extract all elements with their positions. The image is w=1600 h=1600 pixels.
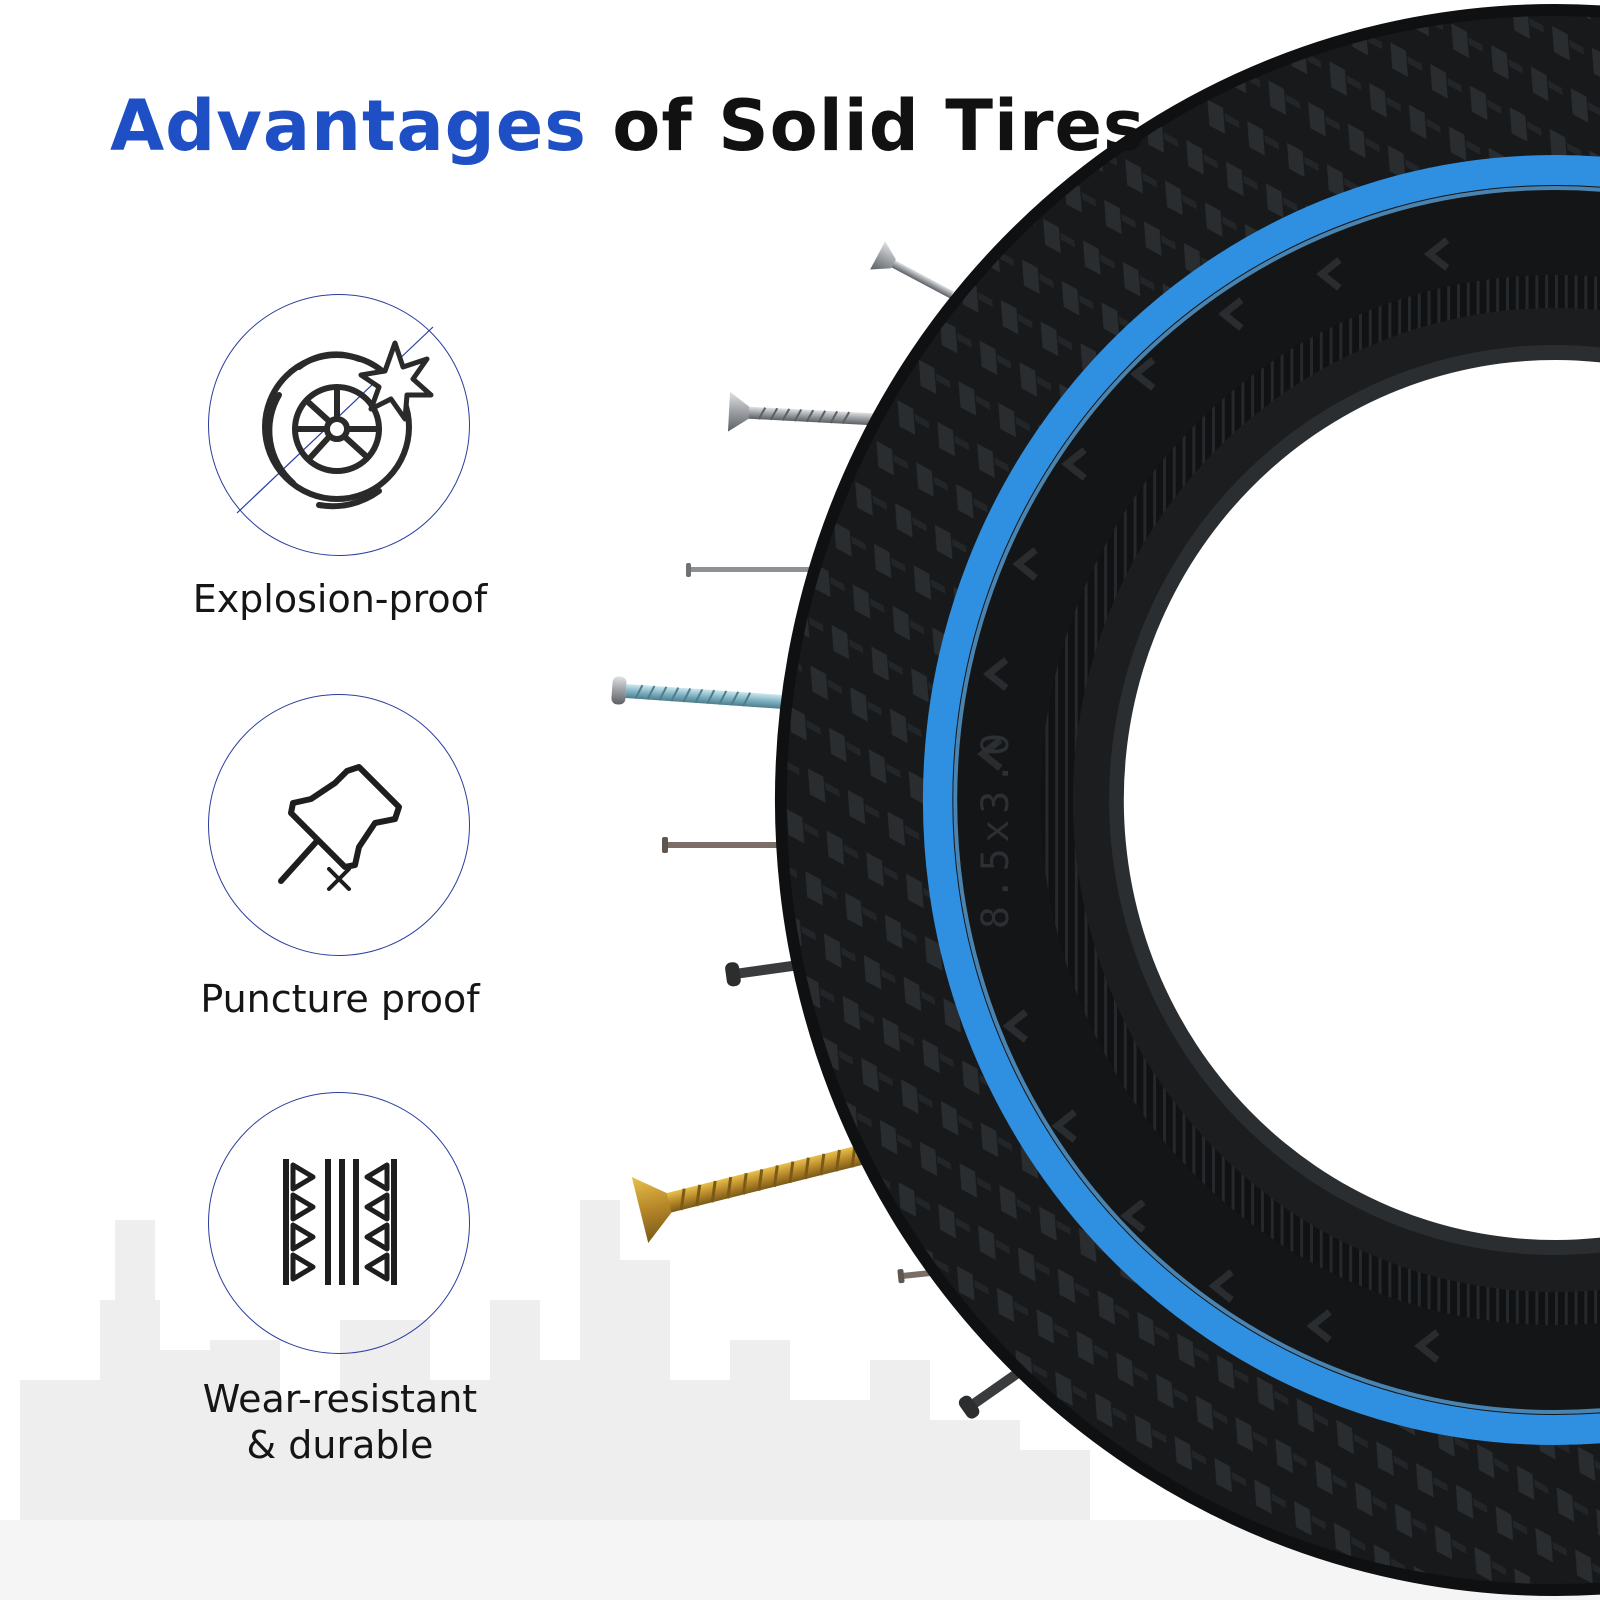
feature-icon-ring bbox=[208, 1092, 470, 1354]
tire-size-marking: 8.5x3.0 bbox=[974, 727, 1018, 929]
pushpin-cross-icon bbox=[278, 764, 402, 891]
feature-label: Explosion-proof bbox=[192, 577, 488, 621]
feature-icon-ring bbox=[208, 294, 470, 556]
feature-label: Wear-resistant & durable bbox=[202, 1377, 478, 1467]
page-title: Advantages of Solid Tires bbox=[110, 88, 1146, 165]
feature-label: Puncture proof bbox=[200, 977, 480, 1021]
title-accent: Advantages bbox=[110, 85, 587, 167]
feature-icon-ring bbox=[208, 694, 470, 956]
title-rest: of Solid Tires bbox=[586, 85, 1146, 167]
tire-burst-icon bbox=[236, 326, 434, 514]
screw-group bbox=[611, 241, 1034, 1419]
tread-pattern-icon bbox=[283, 1159, 397, 1285]
